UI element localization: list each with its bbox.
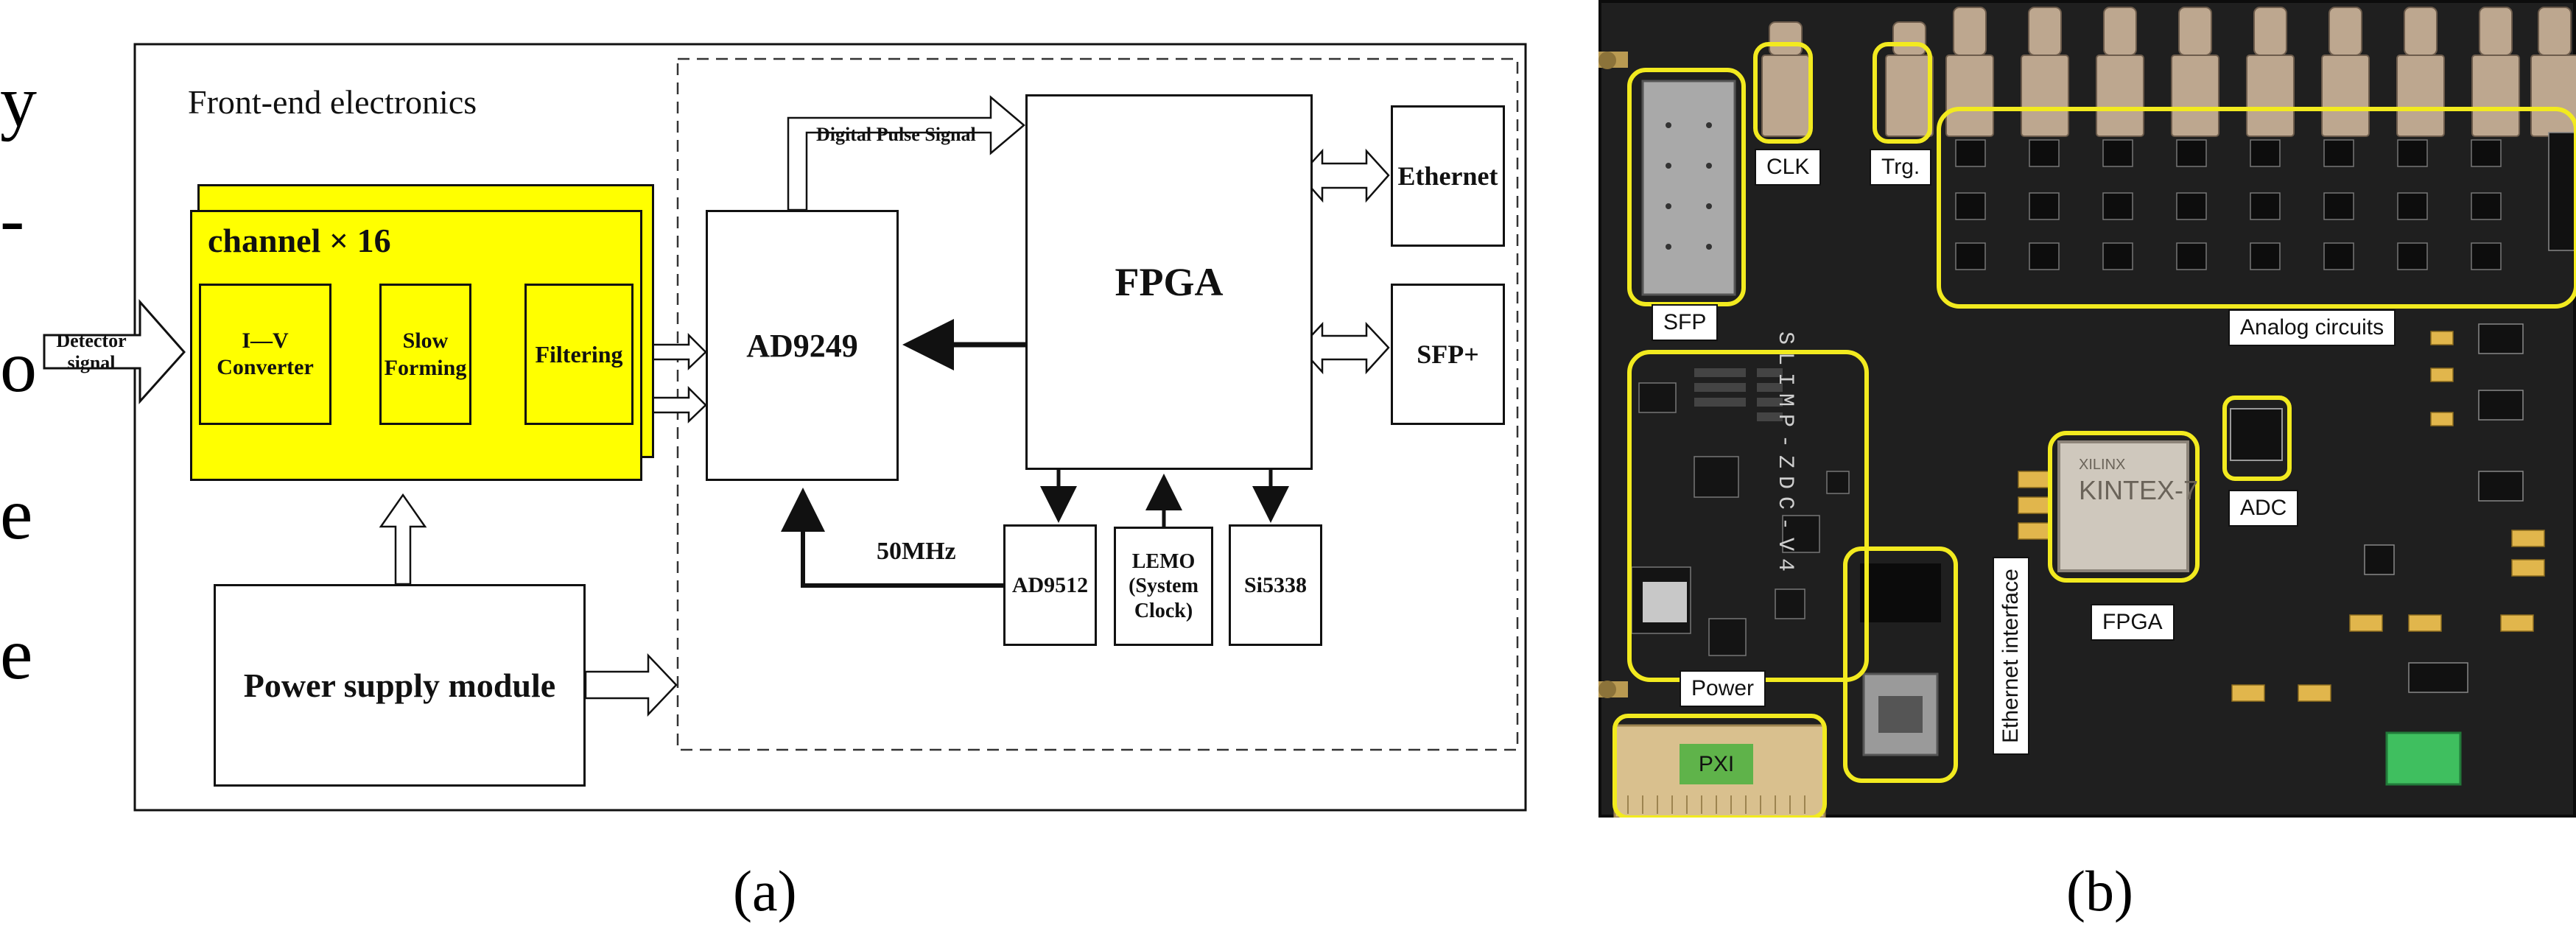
slow-forming-box: Slow Forming: [379, 284, 471, 425]
fpga-box: FPGA: [1025, 94, 1313, 470]
label-sfp: SFP: [1652, 304, 1718, 341]
iv-converter-label: I—V Converter: [216, 328, 315, 381]
caption-b: (b): [2066, 858, 2133, 924]
fpga-chip-brand: XILINX: [2079, 457, 2125, 474]
power-to-channel-arrow: [381, 495, 425, 584]
si5338-box: Si5338: [1229, 524, 1322, 646]
ethernet-box: Ethernet: [1391, 105, 1505, 247]
front-end-label: Front-end electronics: [188, 82, 477, 122]
label-clk: CLK: [1755, 149, 1821, 186]
lemo-label: LEMO (System Clock): [1123, 549, 1204, 624]
filtering-box: Filtering: [524, 284, 634, 425]
block-diagram: Front-end electronics Detector signal ch…: [0, 0, 1532, 818]
ad9249-label: AD9249: [746, 327, 858, 365]
label-power: Power: [1680, 670, 1766, 707]
ad9249-box: AD9249: [706, 210, 899, 481]
sfp-plus-box: SFP+: [1391, 284, 1505, 425]
ad9512-label: AD9512: [1012, 573, 1088, 598]
board-silkscreen: SLIMP-ZDC-V4: [1772, 331, 1797, 579]
si5338-label: Si5338: [1244, 573, 1307, 598]
power-supply-label: Power supply module: [244, 666, 555, 705]
lemo-box: LEMO (System Clock): [1114, 527, 1213, 646]
ethernet-double-arrow: [1300, 151, 1389, 200]
fpga-chip-name: KINTEX-7: [2079, 475, 2198, 506]
iv-converter-box: I—V Converter: [199, 284, 331, 425]
power-to-digital-arrow: [586, 655, 676, 714]
digital-pulse-arrow: [788, 97, 1024, 210]
label-analog-circuits: Analog circuits: [2228, 309, 2396, 346]
clock-freq-label: 50MHz: [877, 538, 956, 566]
sfp-plus-label: SFP+: [1417, 339, 1479, 370]
label-trg: Trg.: [1870, 149, 1931, 186]
slow-forming-label: Slow Forming: [385, 327, 467, 382]
sfp-double-arrow: [1300, 324, 1389, 372]
fpga-label: FPGA: [1115, 259, 1224, 305]
channel-label: channel × 16: [208, 221, 391, 260]
detector-signal-box: Detector signal: [43, 335, 140, 369]
digital-pulse-label: Digital Pulse Signal: [816, 124, 976, 146]
label-pxi: PXI: [1680, 744, 1753, 784]
label-adc: ADC: [2228, 490, 2298, 527]
detector-signal-label: Detector signal: [43, 330, 140, 374]
ad9512-box: AD9512: [1003, 524, 1097, 646]
caption-a: (a): [733, 858, 797, 924]
label-fpga: FPGA: [2091, 604, 2175, 641]
ethernet-label: Ethernet: [1398, 161, 1498, 191]
board-photo: SLIMP-ZDC-V4 XILINX KINTEX-7 CLK Trg. SF…: [1598, 0, 2576, 818]
filtering-label: Filtering: [535, 341, 622, 368]
power-supply-box: Power supply module: [214, 584, 586, 787]
label-ethernet-interface: Ethernet interface: [1993, 557, 2029, 755]
